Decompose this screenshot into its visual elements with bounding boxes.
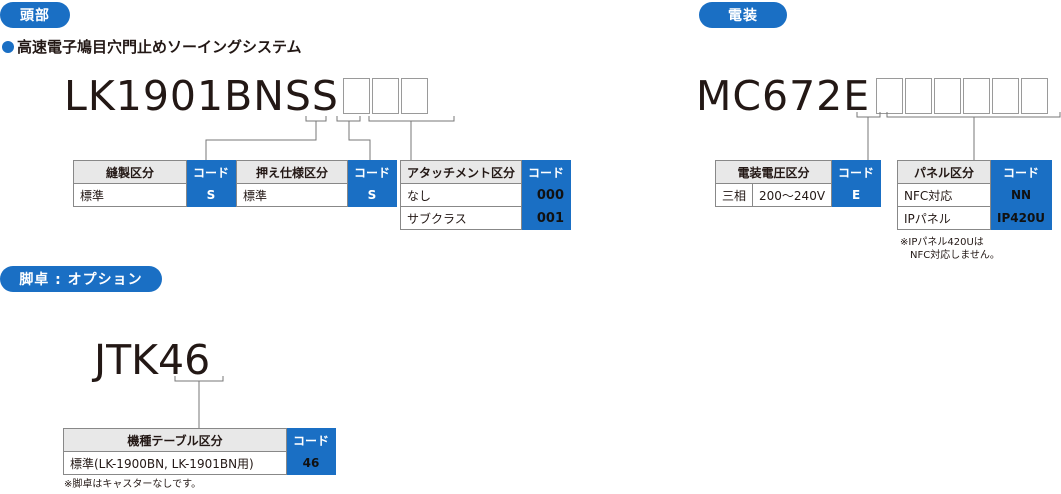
electrical-model-text: MC672E	[696, 72, 871, 120]
table-stand-section-pill: 脚卓 : オプション	[0, 266, 162, 292]
blank-code-box	[876, 78, 904, 114]
presser-type-header: 押え仕様区分	[236, 160, 348, 184]
head-model-text: LK1901BNSS	[64, 72, 339, 120]
presser-type-table: 押え仕様区分 コード 標準 S	[236, 160, 398, 207]
code-header: コード	[185, 160, 237, 184]
electrical-section-pill: 電装	[699, 2, 787, 28]
sewing-type-table: 縫製区分 コード 標準 S	[73, 160, 237, 207]
presser-type-code: S	[346, 183, 398, 207]
table-stand-type-table: 機種テーブル区分 コード 標準(LK-1900BN, LK-1901BN用) 4…	[63, 428, 337, 475]
panel-type-header: パネル区分	[897, 160, 991, 184]
table-stand-model-text: JTK46	[94, 336, 211, 384]
head-section-pill: 頭部	[0, 2, 70, 28]
code-header: コード	[831, 160, 882, 184]
blank-code-box	[371, 78, 399, 114]
blank-code-box	[934, 78, 962, 114]
blank-code-box	[342, 78, 370, 114]
panel-note-line-1: ※IPパネル420Uは	[900, 237, 984, 248]
panel-type-code: NN	[989, 183, 1053, 207]
head-subtitle-text: 高速電子鳩目穴門止めソーイングシステム	[17, 38, 302, 56]
table-stand-model-code: JTK46	[94, 338, 210, 382]
electrical-model-code: MC672E	[696, 72, 1049, 120]
code-header: コード	[346, 160, 398, 184]
attachment-type-header: アタッチメント区分	[399, 160, 523, 184]
table-stand-type-value: 標準(LK-1900BN, LK-1901BN用)	[63, 451, 287, 475]
code-header: コード	[989, 160, 1053, 184]
panel-type-code: IP420U	[989, 206, 1053, 230]
table-stand-note: ※脚卓はキャスターなしです。	[64, 479, 202, 490]
blank-code-box	[963, 78, 991, 114]
voltage-phase-value: 三相	[714, 183, 754, 207]
voltage-range-value: 200〜240V	[752, 183, 833, 207]
panel-type-value: NFC対応	[897, 183, 991, 207]
panel-type-table: パネル区分 コード NFC対応 NN IPパネル IP420U	[897, 160, 1053, 230]
sewing-type-code: S	[185, 183, 237, 207]
blank-code-box	[400, 78, 428, 114]
attachment-type-code: 001	[521, 206, 572, 230]
head-subtitle: 高速電子鳩目穴門止めソーイングシステム	[2, 36, 302, 57]
code-header: コード	[285, 428, 337, 452]
panel-note-line-2: NFC対応しません。	[910, 250, 1000, 261]
presser-type-value: 標準	[236, 183, 348, 207]
attachment-type-code: 000	[521, 183, 572, 207]
blank-code-box	[905, 78, 933, 114]
head-model-code: LK1901BNSS	[64, 74, 428, 118]
bullet-icon	[2, 40, 14, 53]
sewing-type-value: 標準	[73, 183, 187, 207]
table-stand-type-code: 46	[285, 451, 337, 475]
attachment-type-table: アタッチメント区分 コード なし 000 サブクラス 001	[399, 160, 572, 230]
voltage-type-header: 電装電圧区分	[714, 160, 833, 184]
sewing-type-header: 縫製区分	[73, 160, 187, 184]
attachment-type-value: なし	[399, 183, 523, 207]
blank-code-box	[992, 78, 1020, 114]
voltage-type-code: E	[831, 183, 882, 207]
blank-code-box	[1021, 78, 1049, 114]
panel-type-value: IPパネル	[897, 206, 991, 230]
code-header: コード	[521, 160, 572, 184]
panel-note: ※IPパネル420Uは NFC対応しません。	[900, 236, 1000, 262]
attachment-type-value: サブクラス	[399, 206, 523, 230]
voltage-type-table: 電装電圧区分 コード 三相 200〜240V E	[714, 160, 882, 207]
table-stand-type-header: 機種テーブル区分	[63, 428, 287, 452]
